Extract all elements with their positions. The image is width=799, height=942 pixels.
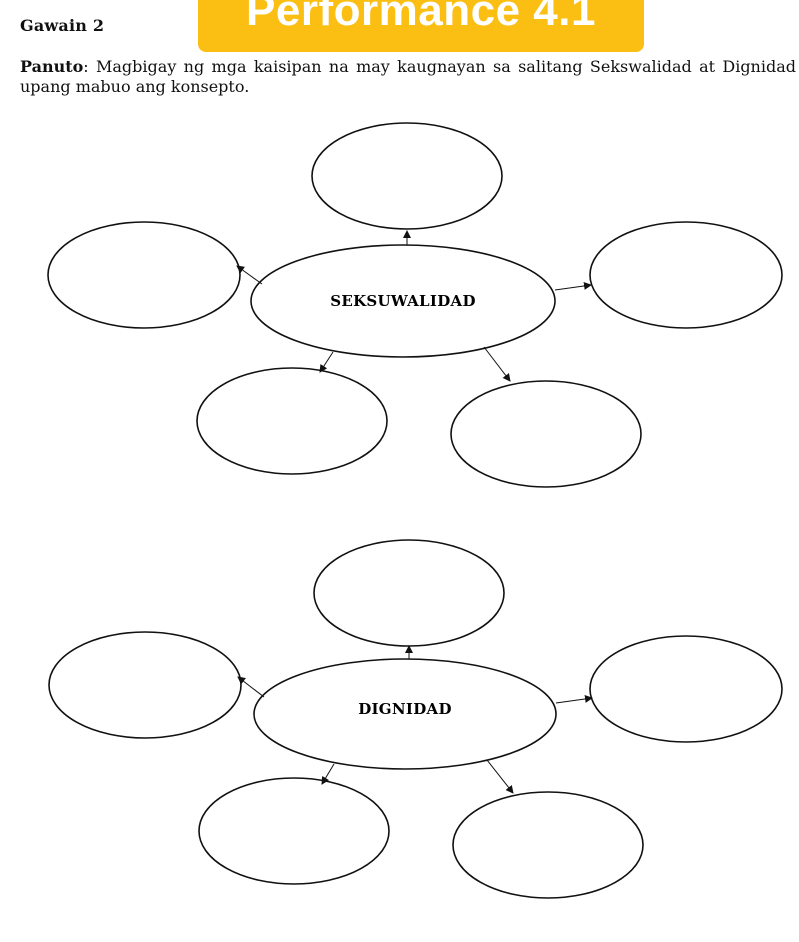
arrow-right [555,695,593,704]
answer-bubble-top[interactable] [311,122,503,230]
answer-bubble-right[interactable] [589,221,783,329]
center-label: DIGNIDAD [358,700,452,718]
instructions-text: : Magbigay ng mga kaisipan na may kaugna… [20,57,796,96]
answer-bubble-left[interactable] [48,631,242,739]
center-label: SEKSUWALIDAD [330,292,476,310]
arrow-bottom-right [486,759,514,794]
answer-bubble-bottom-right[interactable] [452,791,644,899]
answer-bubble-right[interactable] [589,635,783,743]
answer-bubble-bottom-right[interactable] [450,380,642,488]
concept-map-dignidad: DIGNIDAD [48,539,783,899]
instructions: Panuto: Magbigay ng mga kaisipan na may … [20,57,796,97]
answer-bubble-bottom-left[interactable] [198,777,390,885]
activity-title: Gawain 2 [20,16,105,35]
performance-banner: Performance 4.1 [198,0,644,52]
instructions-label: Panuto [20,57,84,76]
concept-map-seksuwalidad: SEKSUWALIDAD [47,122,783,488]
arrow-left [237,676,265,698]
arrow-bottom-left [319,351,334,373]
arrow-right [554,282,592,291]
arrow-bottom-left [321,763,335,785]
answer-bubble-bottom-left[interactable] [196,367,388,475]
answer-bubble-left[interactable] [47,221,241,329]
performance-banner-text: Performance 4.1 [246,0,596,35]
arrow-left [236,265,263,285]
arrow-bottom-right [483,346,511,382]
center-ellipse [253,658,557,770]
center-ellipse [250,244,556,358]
answer-bubble-top[interactable] [313,539,505,647]
